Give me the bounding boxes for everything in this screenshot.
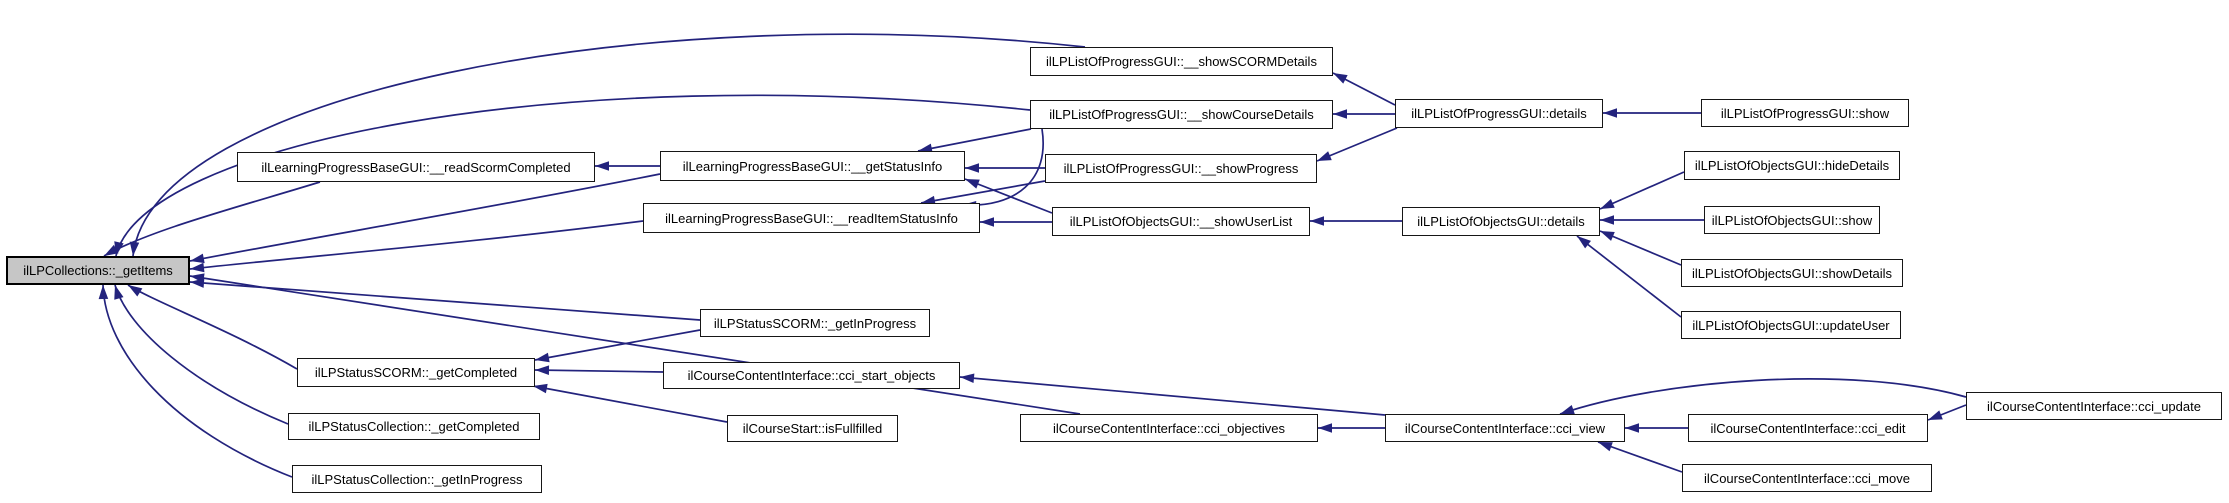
call-edge-showDetails-to-objDetails	[1599, 230, 1682, 266]
call-edge-cciStartObjects-to-scormCompleted	[534, 369, 664, 373]
arrowhead-getStatusInfo	[965, 179, 980, 189]
graph-node-showProgress[interactable]: ilLPListOfProgressGUI::__showProgress	[1045, 154, 1317, 183]
graph-node-cciUpdate[interactable]: ilCourseContentInterface::cci_update	[1966, 392, 2222, 420]
graph-node-objDetails[interactable]: ilLPListOfObjectsGUI::details	[1402, 207, 1600, 236]
graph-node-collCompleted[interactable]: ilLPStatusCollection::_getCompleted	[288, 413, 540, 440]
arrowhead-scormCompleted	[535, 365, 550, 376]
arrowhead-showUserList	[1310, 216, 1324, 226]
arrowhead-getItems	[190, 262, 205, 273]
arrowhead-cciView	[1625, 423, 1639, 433]
arrowhead-showProgress	[1317, 151, 1332, 161]
call-edge-hideDetails-to-objDetails	[1599, 171, 1685, 210]
arrowhead-getItems	[190, 278, 205, 288]
graph-node-cciStartObjects[interactable]: ilCourseContentInterface::cci_start_obje…	[663, 362, 960, 389]
call-edge-showProgress-to-readItemStatusInfo	[920, 180, 1046, 204]
call-edge-collCompleted-to-getItems	[114, 284, 289, 425]
arrowhead-getItems	[114, 285, 124, 300]
arrowhead-cciStartObjects	[960, 373, 975, 384]
arrowhead-getItems	[98, 285, 109, 300]
call-edge-getStatusInfo-to-getItems	[189, 173, 661, 262]
graph-node-cciMove[interactable]: ilCourseContentInterface::cci_move	[1682, 464, 1932, 492]
graph-node-updateUser[interactable]: ilLPListOfObjectsGUI::updateUser	[1681, 311, 1901, 339]
call-edge-readItemStatusInfo-to-getItems	[189, 220, 644, 270]
call-edge-cciObjectives-to-getItems	[189, 275, 1081, 415]
arrowhead-getItems	[190, 253, 205, 264]
call-edge-cciView-to-cciStartObjects	[959, 376, 1386, 416]
arrowhead-getItems	[104, 244, 119, 256]
call-edge-showUserList-to-getStatusInfo	[964, 178, 1053, 214]
graph-node-cciObjectives[interactable]: ilCourseContentInterface::cci_objectives	[1020, 414, 1318, 442]
arrowhead-lpDetails	[1603, 108, 1617, 118]
arrowhead-readScormCompleted	[595, 161, 609, 171]
arrowhead-cciView	[1560, 404, 1575, 415]
arrowhead-readItemStatusInfo	[980, 217, 994, 227]
call-edge-isFullfilled-to-scormCompleted	[532, 385, 728, 423]
call-edge-cciMove-to-cciView	[1597, 441, 1683, 473]
call-edge-updateUser-to-objDetails	[1576, 235, 1682, 318]
arrowhead-objDetails	[1600, 198, 1615, 209]
graph-node-hideDetails[interactable]: ilLPListOfObjectsGUI::hideDetails	[1684, 151, 1900, 180]
call-edge-cciUpdate-to-cciView	[1559, 378, 1967, 415]
call-edge-scormInProgress-to-getItems	[189, 281, 701, 321]
arrowhead-showSCORMDetails	[1333, 73, 1348, 84]
graph-node-showCourseDetails[interactable]: ilLPListOfProgressGUI::__showCourseDetai…	[1030, 100, 1333, 129]
graph-node-lpDetails[interactable]: ilLPListOfProgressGUI::details	[1395, 99, 1603, 128]
arrowhead-cciEdit	[1928, 410, 1943, 420]
call-edge-lpDetails-to-showProgress	[1316, 127, 1398, 162]
arrowhead-getItems	[128, 285, 143, 297]
graph-node-lpShow[interactable]: ilLPListOfProgressGUI::show	[1701, 99, 1909, 127]
arrowhead-scormCompleted	[533, 383, 548, 394]
arrowhead-scormCompleted	[535, 352, 550, 363]
graph-node-cciEdit[interactable]: ilCourseContentInterface::cci_edit	[1688, 414, 1928, 442]
graph-node-showUserList[interactable]: ilLPListOfObjectsGUI::__showUserList	[1052, 207, 1310, 236]
arrowhead-getItems	[129, 241, 140, 256]
graph-node-isFullfilled[interactable]: ilCourseStart::isFullfilled	[727, 415, 898, 442]
arrowhead-cciView	[1598, 442, 1613, 452]
graph-node-showSCORMDetails[interactable]: ilLPListOfProgressGUI::__showSCORMDetail…	[1030, 47, 1333, 76]
call-edge-scormInProgress-to-scormCompleted	[534, 329, 701, 361]
call-edge-showCourseDetails-to-getItems	[115, 94, 1031, 257]
arrowhead-readItemStatusInfo	[921, 195, 936, 206]
arrowhead-objDetails	[1600, 215, 1614, 225]
arrowhead-showCourseDetails	[1333, 109, 1347, 119]
call-edge-showCourseDetails-to-getStatusInfo	[917, 128, 1032, 152]
graph-node-objShow[interactable]: ilLPListOfObjectsGUI::show	[1704, 206, 1880, 234]
arrowhead-objDetails	[1577, 236, 1591, 249]
graph-node-scormInProgress[interactable]: ilLPStatusSCORM::_getInProgress	[700, 309, 930, 337]
call-edge-scormCompleted-to-getItems	[127, 284, 298, 370]
graph-node-collInProgress[interactable]: ilLPStatusCollection::_getInProgress	[292, 465, 542, 493]
arrowhead-getStatusInfo	[965, 163, 979, 173]
graph-node-cciView[interactable]: ilCourseContentInterface::cci_view	[1385, 414, 1625, 442]
arrowhead-getStatusInfo	[918, 143, 933, 154]
call-edge-collInProgress-to-getItems	[102, 284, 293, 478]
graph-node-readScormCompleted[interactable]: ilLearningProgressBaseGUI::__readScormCo…	[237, 152, 595, 182]
graph-node-showDetails[interactable]: ilLPListOfObjectsGUI::showDetails	[1681, 259, 1903, 287]
graph-node-scormCompleted[interactable]: ilLPStatusSCORM::_getCompleted	[297, 358, 535, 387]
arrowhead-cciObjectives	[1318, 423, 1332, 433]
graph-node-getItems[interactable]: ilLPCollections::_getItems	[6, 256, 190, 285]
call-edge-showSCORMDetails-to-getItems	[132, 33, 1086, 257]
graph-node-getStatusInfo[interactable]: ilLearningProgressBaseGUI::__getStatusIn…	[660, 151, 965, 181]
arrowhead-objDetails	[1600, 231, 1615, 241]
graph-node-readItemStatusInfo[interactable]: ilLearningProgressBaseGUI::__readItemSta…	[643, 203, 980, 233]
call-edge-readScormCompleted-to-getItems	[103, 181, 321, 257]
